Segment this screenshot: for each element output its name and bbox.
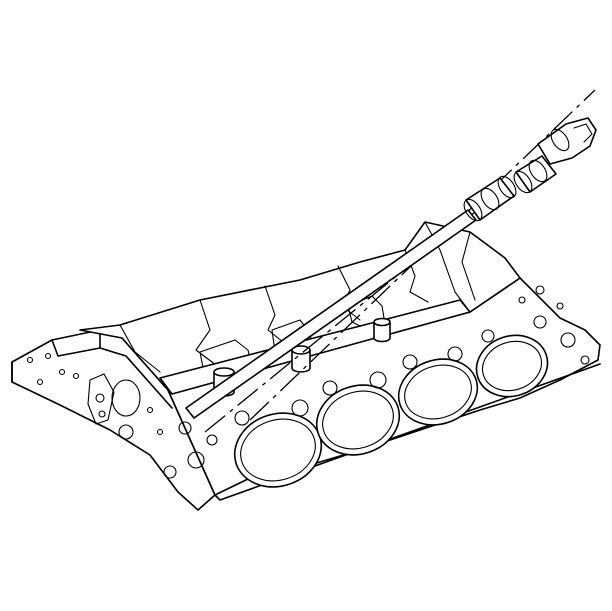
cylinder-bore-4 xyxy=(475,334,549,398)
cylinder-bores xyxy=(233,334,549,488)
deck-holes xyxy=(118,285,590,479)
block-rear-face xyxy=(26,352,164,436)
lifter-bore-left-top xyxy=(213,367,235,377)
bearing-tool xyxy=(185,117,597,419)
lifter-bore-right xyxy=(373,322,391,343)
deck-bottom-edge xyxy=(214,363,601,501)
bearing-centerline xyxy=(249,89,596,421)
valley-floor-rail xyxy=(159,299,471,395)
cylinder-bore-3 xyxy=(397,358,479,426)
rear-bracket xyxy=(87,373,115,425)
lifter-bore-right-top xyxy=(373,317,391,327)
tool-handle xyxy=(537,117,597,165)
tool-rod xyxy=(185,209,477,419)
cylinder-bore-2 xyxy=(315,384,401,456)
rear-bore-left xyxy=(111,379,141,417)
tool-bushing-2 xyxy=(515,155,557,193)
